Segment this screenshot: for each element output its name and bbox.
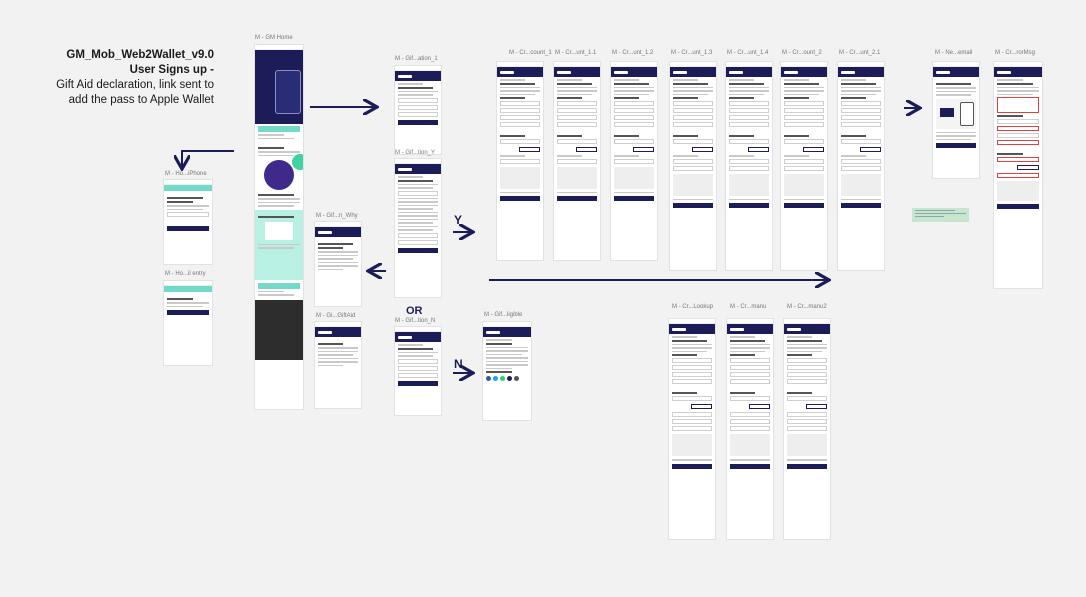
frame-create-account-1[interactable] xyxy=(496,61,544,261)
frame-create-account-1-1[interactable] xyxy=(553,61,601,261)
frame-create-account-1-2[interactable] xyxy=(610,61,658,261)
frame-label: M - Cr...unt_1.1 xyxy=(555,50,597,56)
frame-label: M - Gif...ation_1 xyxy=(395,56,438,62)
frame-create-lookup[interactable] xyxy=(668,318,716,540)
frame-create-account-1-4[interactable] xyxy=(725,61,773,271)
annotation-note xyxy=(912,208,969,222)
frame-label: M - Cr...manu xyxy=(730,304,767,310)
frame-label: M - Gif...tion_N xyxy=(395,318,436,324)
frame-gm-home[interactable] xyxy=(254,44,304,410)
frame-create-account-2[interactable] xyxy=(780,61,828,271)
frame-label: M - Cr...Lookup xyxy=(672,304,714,310)
frame-create-manual-2[interactable] xyxy=(783,318,831,540)
frame-label: M - Cr...manu2 xyxy=(787,304,827,310)
decision-or: OR xyxy=(406,305,423,317)
flow-subtitle: User Signs up - xyxy=(129,64,214,76)
flow-description-line1: Gift Aid declaration, link sent to xyxy=(56,79,214,91)
frame-label: M - Ho...il entry xyxy=(165,271,206,277)
decision-no: N xyxy=(454,357,463,371)
frame-about-gift-aid[interactable] xyxy=(314,321,362,409)
frame-label: M - Gif...ligible xyxy=(484,312,523,318)
frame-gift-aid-why[interactable] xyxy=(314,221,362,307)
frame-label: M - Gif...tion_Y xyxy=(395,150,436,156)
frame-no-iphone-entry[interactable] xyxy=(163,280,213,366)
frame-label: M - Ho...iPhone xyxy=(165,171,207,177)
frame-gift-aid-1[interactable] xyxy=(394,65,442,155)
frame-create-manual[interactable] xyxy=(726,318,774,540)
frame-label: M - Cr...rorMsg xyxy=(995,50,1035,56)
flow-title-block: GM_Mob_Web2Wallet_v9.0 User Signs up - G… xyxy=(14,48,214,108)
frame-label: M - Cr...count_1 xyxy=(509,50,552,56)
frame-gift-aid-yes[interactable] xyxy=(394,158,442,298)
flow-name: GM_Mob_Web2Wallet_v9.0 xyxy=(66,49,214,61)
frame-error-msg[interactable] xyxy=(993,61,1043,289)
frame-label: M - Cr...unt_1.4 xyxy=(727,50,769,56)
flow-description-line2: add the pass to Apple Wallet xyxy=(68,94,214,106)
frame-no-iphone[interactable] xyxy=(163,179,213,265)
frame-label: M - Ne...email xyxy=(935,50,973,56)
frame-gift-aid-no[interactable] xyxy=(394,326,442,416)
frame-create-account-2-1[interactable] xyxy=(837,61,885,271)
frame-create-account-1-3[interactable] xyxy=(669,61,717,271)
frame-label: M - Gi...GiftAid xyxy=(316,313,356,319)
frame-label: M - Cr...unt_1.2 xyxy=(612,50,654,56)
frame-label: M - Cr...unt_2.1 xyxy=(839,50,881,56)
frame-label: M - Cr...ount_2 xyxy=(782,50,822,56)
arrow-home-to-noiphone xyxy=(182,150,234,167)
frame-label: M - Cr...unt_1.3 xyxy=(671,50,713,56)
frame-label: M - GM Home xyxy=(255,35,293,41)
decision-yes: Y xyxy=(454,213,463,227)
frame-new-email[interactable] xyxy=(932,61,980,179)
frame-label: M - Gif...n_Why xyxy=(316,213,358,219)
frame-gift-aid-ineligible[interactable] xyxy=(482,321,532,421)
